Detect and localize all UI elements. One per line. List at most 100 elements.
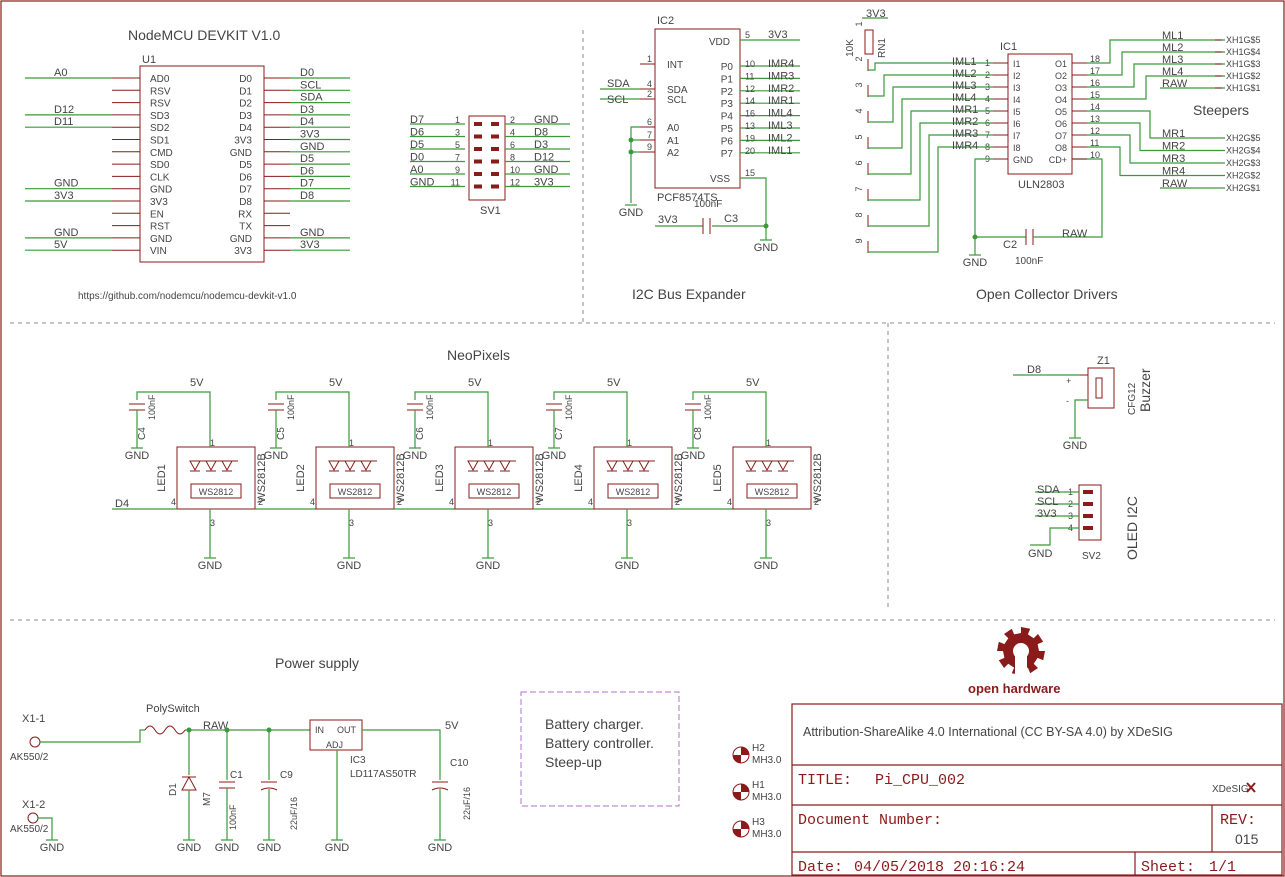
u1-pin-label: D3 xyxy=(239,111,252,122)
ic1-pin-num: 16 xyxy=(1090,78,1100,88)
led-cap-name: C6 xyxy=(415,427,426,440)
x1-2-wire xyxy=(38,817,53,840)
led-name: LED1 xyxy=(156,464,168,492)
oled-pin-pad xyxy=(1083,502,1093,506)
u1-left-net: D12 xyxy=(54,104,74,116)
ic1-input-net: IML3 xyxy=(952,80,976,92)
terminal-icon xyxy=(27,812,39,824)
sv1-pin-pad xyxy=(474,172,482,176)
xh1-net: ML2 xyxy=(1162,42,1183,54)
xh1-pin: XH1G$4 xyxy=(1226,47,1261,57)
ic2-pin-label: P3 xyxy=(721,99,734,110)
u1-right-net: D8 xyxy=(300,190,314,202)
led-name: LED3 xyxy=(434,464,446,492)
u1-pin-label: AD0 xyxy=(150,74,170,85)
ic2-pin-label: A1 xyxy=(667,136,680,147)
ic1-pin-label: I1 xyxy=(1013,59,1021,69)
ic1-pin-label: O8 xyxy=(1055,143,1067,153)
ic2-right-net: IMR1 xyxy=(768,95,794,107)
led-chip-label: WS2812 xyxy=(338,487,373,497)
u1-right-net: D6 xyxy=(300,165,314,177)
ic2-right-net: IML2 xyxy=(768,132,792,144)
ic2-vdd-net: 3V3 xyxy=(768,29,788,41)
ic2-pin-label: A0 xyxy=(667,123,680,134)
u1-pin-label: D2 xyxy=(239,99,252,110)
u1-right-net: 3V3 xyxy=(300,239,320,251)
u1-pin-label: GND xyxy=(150,185,172,196)
ic1-pin-num: 12 xyxy=(1090,126,1100,136)
mounting-hole-name: H3 xyxy=(752,817,765,828)
led-diode-icon xyxy=(745,460,757,472)
led-supply-net: 5V xyxy=(746,377,760,389)
polyswitch-name: PolySwitch xyxy=(146,703,200,715)
rn1-body xyxy=(864,29,874,55)
ic1-input-wire xyxy=(868,110,993,175)
xh1-net: ML3 xyxy=(1162,54,1183,66)
sv1-right-net: D3 xyxy=(534,139,548,151)
date-value: 04/05/2018 20:16:24 xyxy=(854,859,1025,876)
u1-left-net: GND xyxy=(54,227,79,239)
x1-1-name: X1-1 xyxy=(22,713,45,725)
xh2-pin: XH2G$2 xyxy=(1226,171,1261,181)
u1-right-net: D7 xyxy=(300,178,314,190)
ic1-input-wire xyxy=(868,134,993,227)
ic2-pin-label: P7 xyxy=(721,149,734,160)
led-supply-wire xyxy=(414,391,489,447)
ic1-input-wire xyxy=(868,62,993,71)
ground-label: GND xyxy=(476,560,501,572)
brand-mark-icon xyxy=(1246,782,1256,793)
led-supply-wire xyxy=(692,391,767,447)
nodemcu-section-title: NodeMCU DEVKIT V1.0 xyxy=(128,27,280,43)
open-hardware-text: open hardware xyxy=(968,681,1060,696)
ground-label: GND xyxy=(325,842,350,854)
led-diode-icon xyxy=(344,460,356,472)
mounting-hole-part: MH3.0 xyxy=(752,792,782,803)
ic2-pin-label: SDA xyxy=(667,85,688,96)
ground-label: GND xyxy=(754,560,779,572)
xh2-pin: XH2G$1 xyxy=(1226,183,1261,193)
led-pin-num: 3 xyxy=(349,518,354,528)
mounting-hole-name: H1 xyxy=(752,780,765,791)
rn1-pin-num: 2 xyxy=(854,56,864,61)
out-wire xyxy=(362,729,441,780)
ic2-pin-label: P0 xyxy=(721,62,734,73)
mounting-hole-quarter xyxy=(741,821,749,829)
open-collector-section-title: Open Collector Drivers xyxy=(976,286,1118,302)
oled-net: SCL xyxy=(1037,496,1058,508)
xh2-net: RAW xyxy=(1162,178,1188,190)
u1-pin-label: D8 xyxy=(239,197,252,208)
rn1-pin-num: 5 xyxy=(854,134,864,139)
ic2-pin-num: 9 xyxy=(647,142,652,152)
open-hardware-logo: open hardware xyxy=(968,627,1060,696)
ic2-right-net: IMR4 xyxy=(768,58,794,70)
led-name: LED4 xyxy=(573,464,585,492)
u1-pin-label: 3V3 xyxy=(234,136,252,147)
led-diode-icon xyxy=(483,460,495,472)
ic1-pin-label: O3 xyxy=(1055,83,1067,93)
led-diode-icon xyxy=(467,460,479,472)
ic2-vss-wire xyxy=(740,177,767,240)
ic1-pin-label: I5 xyxy=(1013,107,1021,117)
ic2-pin-num: 11 xyxy=(745,71,754,81)
mounting-hole-part: MH3.0 xyxy=(752,755,782,766)
ic1-pin-label: O7 xyxy=(1055,131,1067,141)
ground-label: GND xyxy=(40,842,65,854)
led-diode-icon xyxy=(221,460,233,472)
led-pin-num: 2 xyxy=(536,497,541,507)
ground-label: GND xyxy=(615,560,640,572)
led-part: WS2812B xyxy=(812,453,824,503)
sv1-pin-pad xyxy=(491,184,499,189)
led-pin-num: 2 xyxy=(397,497,402,507)
u1-pin-label: EN xyxy=(150,209,164,220)
led-pin-num: 3 xyxy=(627,518,632,528)
u1-right-net: GND xyxy=(300,227,325,239)
steepers-label: Steepers xyxy=(1193,102,1249,118)
led-diode-icon xyxy=(499,460,511,472)
rev-label: REV: xyxy=(1220,812,1256,829)
ic2-right-net: IMR3 xyxy=(768,70,794,82)
ic2-pin-label: A2 xyxy=(667,148,680,159)
oled-pin-pad xyxy=(1083,526,1093,530)
out-net: 5V xyxy=(445,720,459,732)
